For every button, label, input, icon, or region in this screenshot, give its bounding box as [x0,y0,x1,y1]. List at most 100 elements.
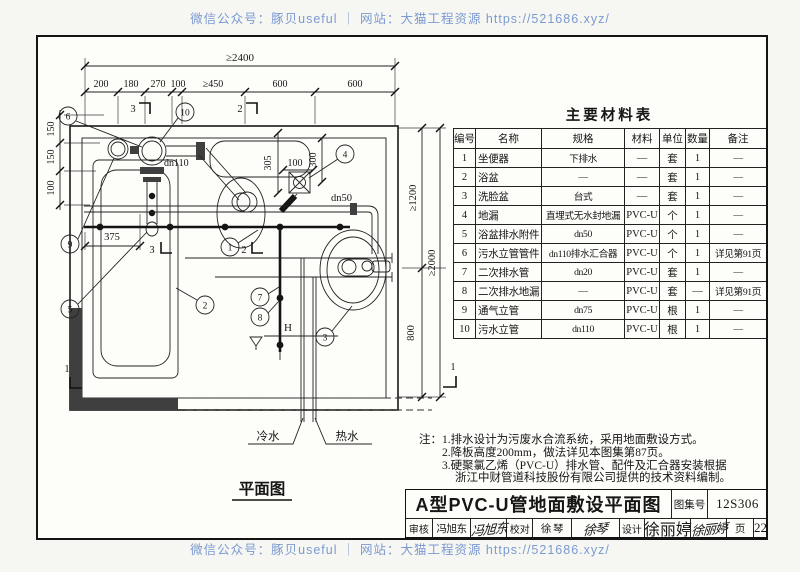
page-label: 页 [726,519,753,537]
title-block-row-1: A型PVC-U管地面敷设平面图 图集号 12S306 [406,490,767,518]
svg-text:10: 10 [180,109,190,119]
table-cell: — [624,148,660,168]
svg-text:2: 2 [237,104,242,115]
table-cell: — [709,262,767,282]
proof-label: 校对 [506,519,532,537]
note-line: 2.降板高度200mm，做法详见本图集第87页。 [442,446,670,459]
section-mark-2-top: 2 [237,102,258,115]
table-cell: PVC-U [624,281,660,301]
table-cell: 5 [453,224,476,244]
svg-text:4: 4 [343,151,348,161]
dim-seg-1: 200 [94,79,109,90]
table-cell: 1 [685,205,710,225]
table-cell: PVC-U [624,262,660,282]
table-cell: 洗脸盆 [475,186,542,206]
page-number: 22 [753,519,768,537]
table-cell: 个 [659,243,686,263]
designer-name: 徐丽婷 [644,519,692,539]
table-cell: — [709,224,767,244]
table-cell: — [709,167,767,187]
toilet [209,140,311,249]
ref-bubble-6: 6 [58,106,143,148]
table-cell: — [709,300,767,320]
note-line: 1.排水设计为污废水合流系统，采用地面敷设方式。 [442,434,704,446]
column-header: 名称 [475,128,542,149]
washbasin [319,229,391,311]
table-cell: 详见第91页 [709,281,767,301]
svg-text:3: 3 [323,334,328,344]
table-cell: 个 [659,224,686,244]
svg-text:冷水: 冷水 [257,430,280,443]
table-cell: 套 [659,262,686,282]
notes-label: 注： [419,434,442,446]
table-cell: 坐便器 [475,148,542,168]
dim-seg-6: 600 [273,79,288,90]
svg-text:平面图: 平面图 [239,480,286,498]
table-cell: 根 [659,319,686,339]
drain-pipes: dn50 [84,193,379,360]
ref-bubble-5: 5 [60,231,148,319]
wall-poche-left [70,308,82,410]
table-cell: 1 [685,262,710,282]
dimension-top: ≥2400 200 180 270 100 ≥450 600 600 [80,52,400,126]
table-cell: 6 [453,243,476,263]
table-cell: 7 [453,262,476,282]
wall-poche-bottom [82,398,178,410]
dim-left-1: 150 [46,122,57,137]
table-cell: 直埋式无水封地漏 [541,205,625,225]
svg-text:热水: 热水 [336,430,359,443]
table-cell: — [685,281,710,301]
table-cell: 2 [453,167,476,187]
section-mark-3-mid: 3 [149,242,172,256]
table-cell: 9 [453,300,476,320]
ref-bubble-1: 1 [220,229,259,257]
svg-text:3: 3 [130,104,135,115]
dim-seg-5: ≥450 [203,79,224,90]
dim-right-lower: 800 [406,325,417,341]
reviewer-name: 冯旭东 [431,519,471,537]
dim-seg-2: 180 [124,79,139,90]
table-cell: 浴盆排水附件 [475,224,542,244]
dim-right-upper: ≥1200 [408,185,419,212]
table-cell: 二次排水管 [475,262,542,282]
design-label: 设计 [618,519,645,537]
table-cell: 1 [685,148,710,168]
section-mark-1-right: 1 [443,362,457,388]
proofreader-signature: 徐琴 [570,519,619,538]
table-cell: — [541,167,625,187]
svg-text:8: 8 [258,314,263,324]
svg-text:9: 9 [68,241,73,251]
dim-300: 300 [308,153,319,168]
hot-water-label: 热水 [314,417,372,445]
svg-text:6: 6 [66,113,71,123]
dim-right-total: ≥2000 [427,250,438,277]
table-cell: 台式 [541,186,625,206]
dim-seg-7: 600 [348,79,363,90]
atlas-number-label: 图集号 [671,490,707,518]
table-cell: 地漏 [475,205,542,225]
walls [69,125,399,411]
table-cell: dn110 [541,319,625,339]
materials-table-head-row: 编号名称规格材料单位数量备注 [453,128,767,149]
vent-stack [107,138,139,160]
table-cell: 根 [659,300,686,320]
table-cell: 污水立管管件 [475,243,542,263]
svg-text:3: 3 [149,245,154,256]
dim-seg-3: 270 [151,79,166,90]
table-cell: 个 [659,205,686,225]
table-cell: — [624,167,660,187]
column-header: 规格 [541,128,625,149]
level-mark: H [249,322,338,350]
svg-text:1: 1 [228,244,233,254]
proofreader-name: 徐 琴 [532,519,571,537]
dim-seg-4: 100 [171,79,186,90]
section-mark-2-mid: 2 [241,242,263,256]
